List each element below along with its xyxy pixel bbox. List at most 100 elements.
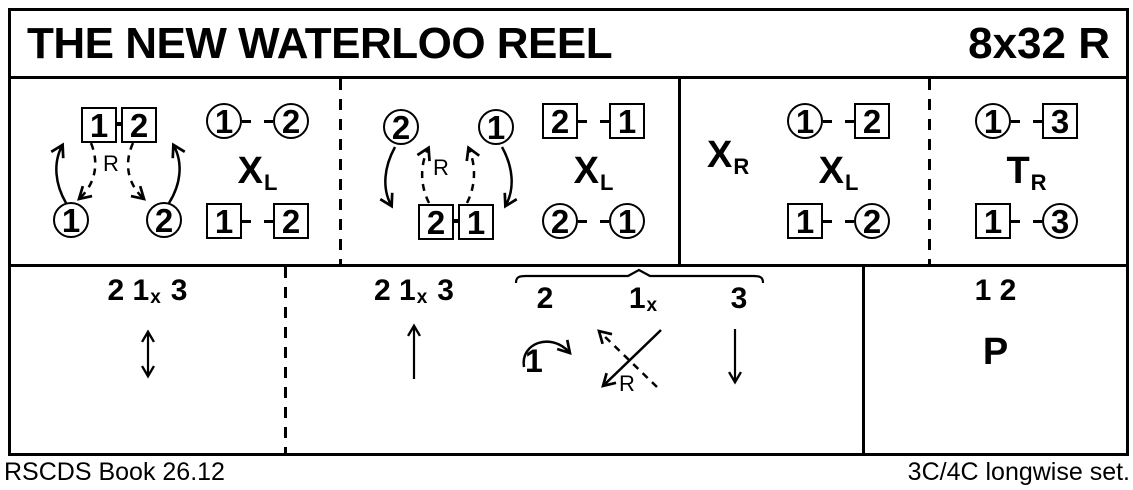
dancer-square: 1: [81, 107, 117, 143]
down-arrow-icon: [728, 329, 742, 385]
cross-left-symbol: XL: [819, 151, 859, 199]
brace-label: 2: [536, 282, 554, 315]
cast-symbol: 1: [519, 329, 579, 391]
dancer-circle: 2: [542, 203, 578, 239]
dancer-square: 1: [787, 203, 823, 239]
dancer-circle: 1: [53, 202, 89, 238]
crossed-marker: x: [416, 287, 428, 308]
dancer-circle: 2: [854, 203, 890, 239]
divider-dashed: [339, 79, 342, 264]
op-subscript: L: [263, 170, 278, 195]
up-arrow-icon: [407, 323, 421, 379]
dancer-square: 1: [609, 103, 645, 139]
cast-right-arrow-icon: [522, 339, 572, 368]
order-stack: 1 2 P: [865, 274, 1126, 371]
bar-tick: [1033, 119, 1042, 123]
dancer-circle: 1: [787, 103, 823, 139]
cross-right-symbol: XR: [707, 135, 749, 183]
op-subscript: R: [733, 154, 750, 179]
bar-tick: [1011, 219, 1020, 223]
cross-left-symbol: XL: [574, 151, 614, 199]
bar-tick: [1033, 219, 1042, 223]
dancer-square: 1: [458, 204, 494, 240]
cast-couple-number: 1: [525, 343, 543, 379]
couple-link: [115, 122, 123, 126]
crossing-symbol: R: [591, 325, 667, 417]
op-subscript: R: [1030, 170, 1047, 195]
up-down-arrow-icon: [140, 329, 155, 379]
order-text: 3: [437, 274, 454, 307]
divider-solid: [678, 79, 681, 264]
bar-tick: [845, 119, 854, 123]
crossed-arrows-icon: [597, 329, 662, 388]
dancer-square: 2: [542, 103, 578, 139]
hand-label: R: [103, 151, 119, 176]
dance-title: THE NEW WATERLOO REEL: [27, 18, 613, 68]
bar-tick: [578, 119, 587, 123]
bar-tick: [264, 219, 273, 223]
bar-tick: [600, 119, 609, 123]
divider-dashed: [284, 267, 287, 453]
footer: RSCDS Book 26.12 3C/4C longwise set.: [0, 458, 1133, 487]
op-subscript: L: [844, 170, 859, 195]
dancer-square: 2: [854, 103, 890, 139]
op-letter: T: [1006, 150, 1030, 192]
brace-label: 3: [730, 282, 748, 315]
bar-tick: [242, 219, 251, 223]
dancer-square: 2: [273, 203, 309, 239]
op-letter: X: [573, 150, 599, 192]
title-bar: THE NEW WATERLOO REEL 8x32 R: [11, 11, 1126, 79]
op-letter: X: [707, 134, 733, 176]
op-letter: X: [237, 150, 263, 192]
dancer-square: 1: [975, 203, 1011, 239]
hand-label: R: [619, 371, 635, 396]
dancer-circle: 2: [383, 109, 419, 145]
couple-order: 1 2: [974, 274, 1017, 307]
progression-cell-3: 1 2 P: [865, 267, 1126, 453]
bar-tick: [578, 219, 587, 223]
crossed-marker: x: [646, 295, 658, 316]
dancer-circle: 2: [273, 103, 309, 139]
dancer-circle: 1: [478, 109, 514, 145]
bar-tick: [264, 119, 273, 123]
bar-tick: [845, 219, 854, 223]
op-subscript: L: [599, 170, 614, 195]
brace-icon: [514, 268, 765, 284]
dancer-circle: 1: [975, 103, 1011, 139]
op-letter: X: [818, 150, 844, 192]
poussette-symbol: P: [982, 331, 1009, 373]
bar-tick: [242, 119, 251, 123]
set-formation: 3C/4C longwise set.: [907, 458, 1130, 486]
travel-figure-2: 2 1 2 1 R: [372, 103, 567, 243]
bar-tick: [823, 219, 832, 223]
repeats-and-metre: 8x32 R: [968, 18, 1110, 68]
order-text: 2 1: [107, 274, 150, 307]
diagram-frame: THE NEW WATERLOO REEL 8x32 R 1 2 1: [8, 8, 1129, 456]
divider-solid: [862, 267, 865, 453]
cross-left-symbol: XL: [238, 151, 278, 199]
brace-label: 1x: [625, 282, 661, 316]
travel-figure-1: 1 2 1 2 R: [37, 101, 232, 241]
bar-tick: [823, 119, 832, 123]
dancer-circle: 3: [1042, 203, 1078, 239]
